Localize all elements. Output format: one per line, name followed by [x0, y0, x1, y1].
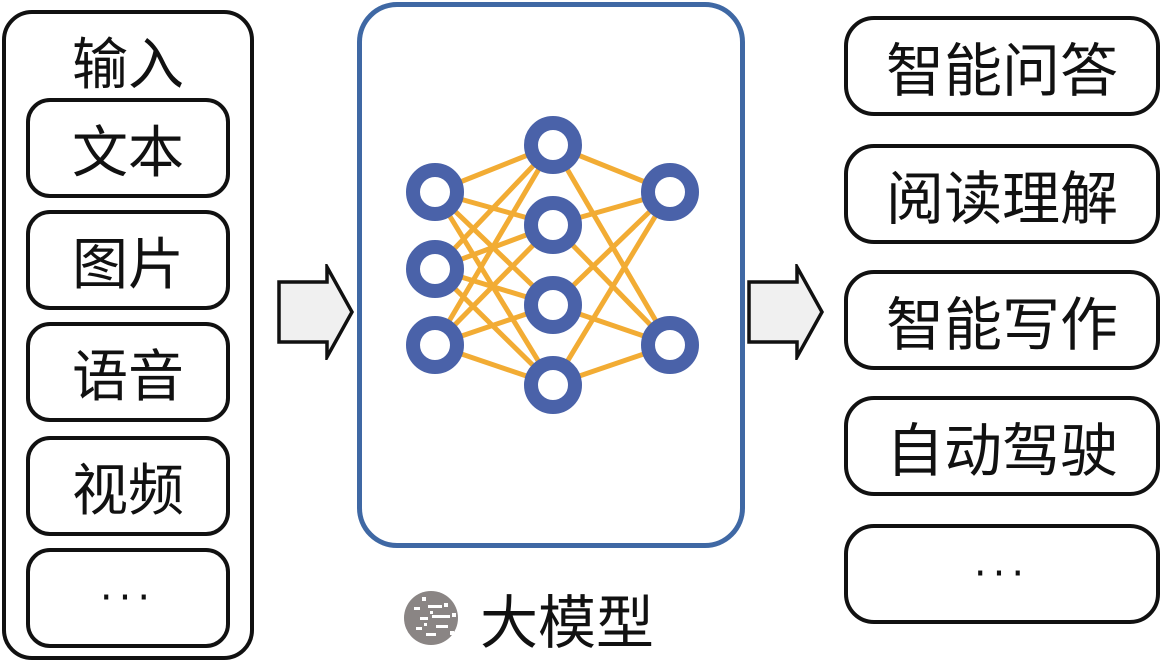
network-node — [524, 116, 582, 174]
model-panel — [357, 2, 745, 548]
output-item-reading: 阅读理解 — [844, 144, 1160, 244]
output-item-driving: 自动驾驶 — [844, 396, 1160, 496]
input-item-speech: 语音 — [26, 322, 230, 422]
more-ellipsis: ··· — [973, 551, 1031, 597]
input-item-more: ··· — [26, 548, 230, 648]
network-node — [524, 356, 582, 414]
network-edge — [550, 143, 673, 347]
network-node — [641, 316, 699, 374]
neural-network-diagram — [406, 116, 699, 414]
input-title: 输入 — [72, 33, 184, 98]
input-item-image: 图片 — [26, 210, 230, 310]
network-node — [406, 316, 464, 374]
model-label: 大模型 — [400, 578, 654, 658]
input-item-text: 文本 — [26, 98, 230, 198]
output-item-more: ··· — [844, 524, 1160, 624]
output-item-qa: 智能问答 — [844, 16, 1160, 116]
right-arrow-icon — [747, 264, 825, 360]
model-label-text: 大模型 — [480, 589, 655, 657]
network-node — [406, 240, 464, 298]
input-panel: 输入 — [2, 10, 254, 660]
network-node — [524, 196, 582, 254]
input-item-video: 视频 — [26, 436, 230, 536]
network-node — [524, 276, 582, 334]
more-ellipsis: ··· — [99, 575, 157, 621]
network-node — [641, 163, 699, 221]
output-item-writing: 智能写作 — [844, 270, 1160, 370]
network-edge — [550, 190, 673, 387]
network-edge — [432, 143, 556, 347]
brain-circuit-icon — [404, 591, 458, 645]
right-arrow-icon — [277, 264, 355, 360]
network-node — [406, 163, 464, 221]
